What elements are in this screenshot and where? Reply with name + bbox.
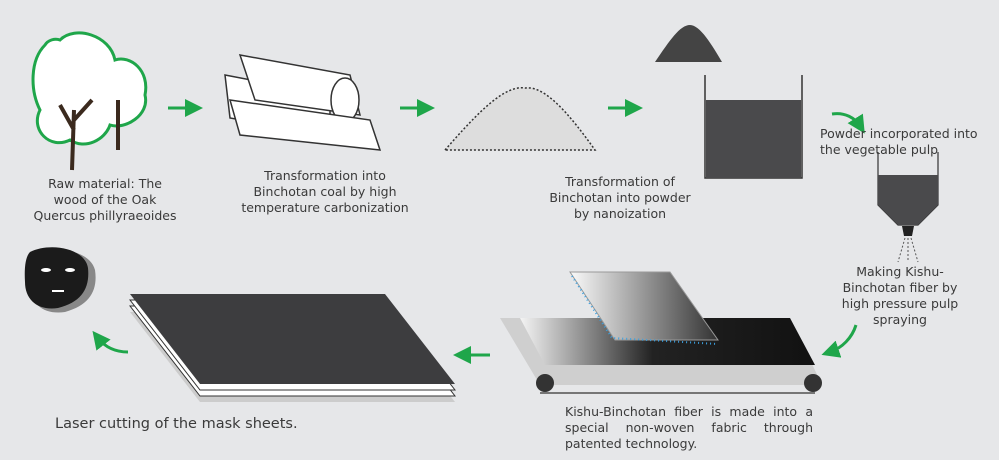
label-line: by nanoization [573, 206, 667, 221]
label-line: Transformation of [565, 174, 675, 189]
label-line: Transformation into [264, 168, 386, 183]
step-laser-cutting-label: Laser cutting of the mask sheets. [55, 416, 298, 432]
step-raw-material-label: Raw material: The wood of the Oak Quercu… [20, 176, 190, 224]
label-line: temperature carbonization [241, 200, 409, 215]
face-mask-icon [24, 247, 96, 313]
label-line: high pressure pulp [841, 296, 959, 311]
label-line: Making Kishu- [856, 264, 944, 279]
arrow-curved-icon [92, 330, 129, 354]
label-line: Raw material: The [48, 176, 162, 191]
spray-nozzle-icon [877, 152, 939, 263]
step-nanoization-label: Transformation of Binchotan into powder … [530, 174, 710, 222]
step-nonwoven-label: Kishu-Binchotan fiber is made into a spe… [565, 404, 813, 451]
step-carbonization-label: Transformation into Binchotan coal by hi… [235, 168, 415, 216]
label-line: Binchotan coal by high [253, 184, 397, 199]
label-line: Binchotan fiber by [842, 280, 958, 295]
arrow-curved-icon [821, 324, 858, 358]
pulp-tank-icon [704, 75, 803, 179]
charcoal-logs-icon [224, 54, 382, 151]
tree-icon [31, 31, 148, 171]
conveyor-belt-icon [500, 271, 822, 394]
step-spraying-label: Making Kishu- Binchotan fiber by high pr… [835, 264, 965, 328]
label-line: wood of the Oak [53, 192, 157, 207]
label-line: Powder incorporated into [820, 126, 978, 141]
label-line: Quercus phillyraeoides [33, 208, 177, 223]
label-line: spraying [873, 312, 927, 327]
arrow-curved-icon [831, 112, 865, 134]
label-line: the vegetable pulp [820, 142, 939, 157]
step-pulp-label: Powder incorporated into the vegetable p… [820, 126, 995, 158]
mask-sheets-stack-icon [128, 294, 457, 402]
label-line: Binchotan into powder [549, 190, 691, 205]
small-powder-pile-icon [655, 25, 722, 62]
powder-pile-icon [443, 87, 597, 151]
